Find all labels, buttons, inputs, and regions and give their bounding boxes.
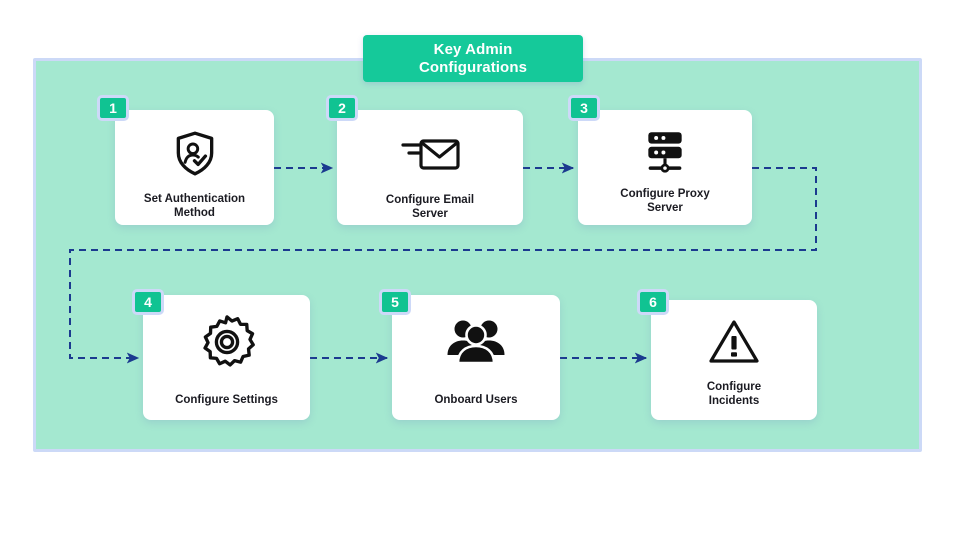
step-card-1[interactable]: Set Authentication Method xyxy=(115,110,274,225)
step-badge-6: 6 xyxy=(637,289,669,315)
server-network-icon xyxy=(578,126,752,178)
step-badge-1: 1 xyxy=(97,95,129,121)
step-card-1-label: Set Authentication Method xyxy=(143,193,246,219)
step-card-3-label: Configure Proxy Server xyxy=(620,188,710,214)
step-badge-4: 4 xyxy=(132,289,164,315)
step-card-6[interactable]: Configure Incidents xyxy=(651,300,817,420)
step-badge-2: 2 xyxy=(326,95,358,121)
warning-triangle-icon xyxy=(651,316,817,368)
step-badge-3: 3 xyxy=(568,95,600,121)
step-card-2-label: Configure Email Server xyxy=(385,194,475,220)
step-card-5-label: Onboard Users xyxy=(434,394,518,406)
step-card-4-label: Configure Settings xyxy=(175,394,278,406)
diagram-title-banner: Key Admin Configurations xyxy=(363,35,583,82)
gear-icon xyxy=(143,313,310,371)
step-card-6-label: Configure Incidents xyxy=(706,381,762,407)
users-group-icon xyxy=(392,315,560,369)
step-card-3[interactable]: Configure Proxy Server xyxy=(578,110,752,225)
step-badge-5: 5 xyxy=(379,289,411,315)
page-title: Key Admin Configurations xyxy=(418,40,528,76)
envelope-send-icon xyxy=(337,130,523,178)
step-card-5[interactable]: Onboard Users xyxy=(392,295,560,420)
step-card-2[interactable]: Configure Email Server xyxy=(337,110,523,225)
shield-user-check-icon xyxy=(115,128,274,180)
step-card-4[interactable]: Configure Settings xyxy=(143,295,310,420)
